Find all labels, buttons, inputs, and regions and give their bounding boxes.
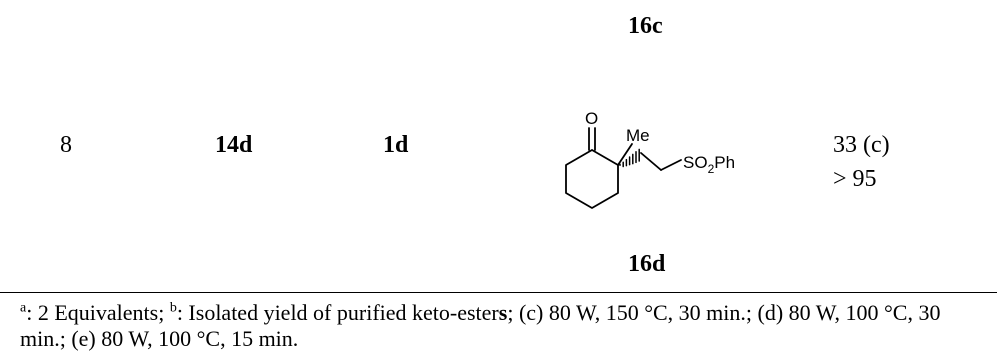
substrate-label: 14d: [215, 132, 253, 158]
chain-bond-3: [660, 159, 682, 171]
reagent-label: 1d: [383, 132, 409, 158]
yield-line-1: 33 (c): [833, 132, 890, 158]
methyl-label: Me: [626, 126, 650, 145]
yield-cell: 33 (c) > 95: [833, 131, 890, 193]
footnote-a-mark: a: [20, 300, 27, 316]
ring-bonds: [565, 149, 619, 209]
table-footnotes: a: 2 Equivalents; b: Isolated yield of p…: [20, 300, 990, 352]
hashed-wedge-bond: [619, 148, 640, 168]
product-structure-drawing: O Me SO2Ph: [565, 109, 735, 209]
previous-product-label: 16c: [628, 13, 663, 39]
table-bottom-rule: [0, 292, 997, 293]
oxygen-atom-label: O: [585, 109, 598, 128]
chain-bond-2: [640, 152, 662, 171]
entry-number: 8: [60, 132, 72, 158]
yield-line-2: > 95: [833, 166, 877, 192]
footnote-a-text: : 2 Equivalents;: [26, 300, 170, 325]
footnote-b-bold-s: s: [498, 300, 508, 325]
footnote-conditions-text: ; (c) 80 W, 150 °C, 30 min.; (d) 80 W, 1…: [20, 300, 941, 351]
footnote-b-text: : Isolated yield of purified keto-ester: [176, 300, 499, 325]
footnote-b-mark: b: [169, 300, 177, 316]
sulfonyl-phenyl-label: SO2Ph: [683, 153, 735, 176]
product-label: 16d: [628, 251, 666, 277]
methyl-bond: [617, 143, 633, 166]
